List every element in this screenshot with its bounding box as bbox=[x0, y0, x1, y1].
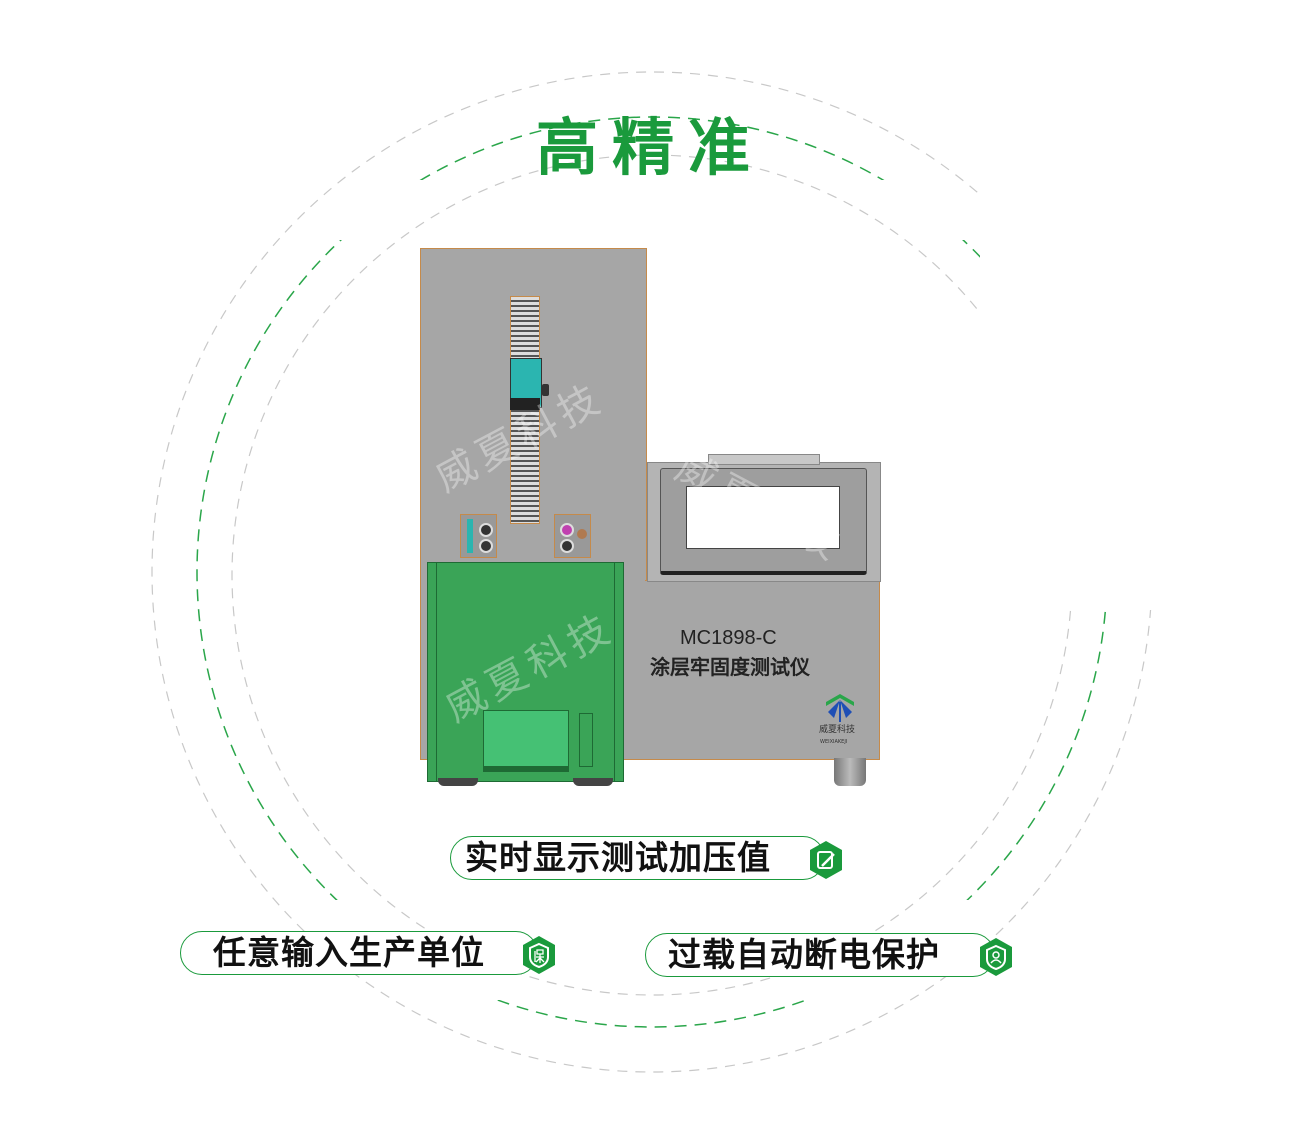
brand-logo-icon bbox=[826, 694, 854, 722]
product-name: 涂层牢固度测试仪 bbox=[650, 657, 810, 679]
display-screen[interactable] bbox=[686, 486, 840, 549]
feature-label: 过载自动断电保护 bbox=[668, 935, 940, 974]
feature-pill-overload-protection: 过载自动断电保护 bbox=[645, 933, 1012, 977]
machine: MC1898-C 涂层牢固度测试仪 威夏科技 WEIXIAKEJI 威夏科技 威… bbox=[418, 246, 883, 791]
foot bbox=[438, 778, 478, 786]
foot bbox=[834, 758, 866, 786]
shield-user-icon bbox=[980, 938, 1012, 976]
page-title: 高精准 bbox=[535, 111, 764, 184]
brand-name-cn: 威夏科技 bbox=[819, 725, 856, 735]
foot bbox=[573, 778, 613, 786]
feature-pill-custom-unit: 任意输入生产单位 bbox=[180, 931, 555, 975]
screen-housing-top bbox=[708, 454, 820, 465]
feature-label: 实时显示测试加压值 bbox=[465, 838, 771, 877]
left-clamp bbox=[460, 514, 497, 558]
feature-label: 任意输入生产单位 bbox=[213, 933, 485, 972]
model-number: MC1898-C bbox=[680, 627, 777, 649]
carriage-base bbox=[510, 398, 540, 410]
edit-icon bbox=[810, 841, 842, 879]
lead-screw bbox=[510, 296, 540, 524]
green-cover bbox=[427, 562, 624, 782]
shield-bao-icon bbox=[523, 936, 555, 974]
carriage-knob[interactable] bbox=[542, 384, 549, 396]
cover-window bbox=[483, 710, 569, 772]
right-clamp bbox=[554, 514, 591, 558]
brand-name-en: WEIXIAKEJI bbox=[820, 739, 848, 745]
cover-handle[interactable] bbox=[579, 713, 593, 767]
feature-pill-realtime-pressure: 实时显示测试加压值 bbox=[450, 836, 842, 880]
